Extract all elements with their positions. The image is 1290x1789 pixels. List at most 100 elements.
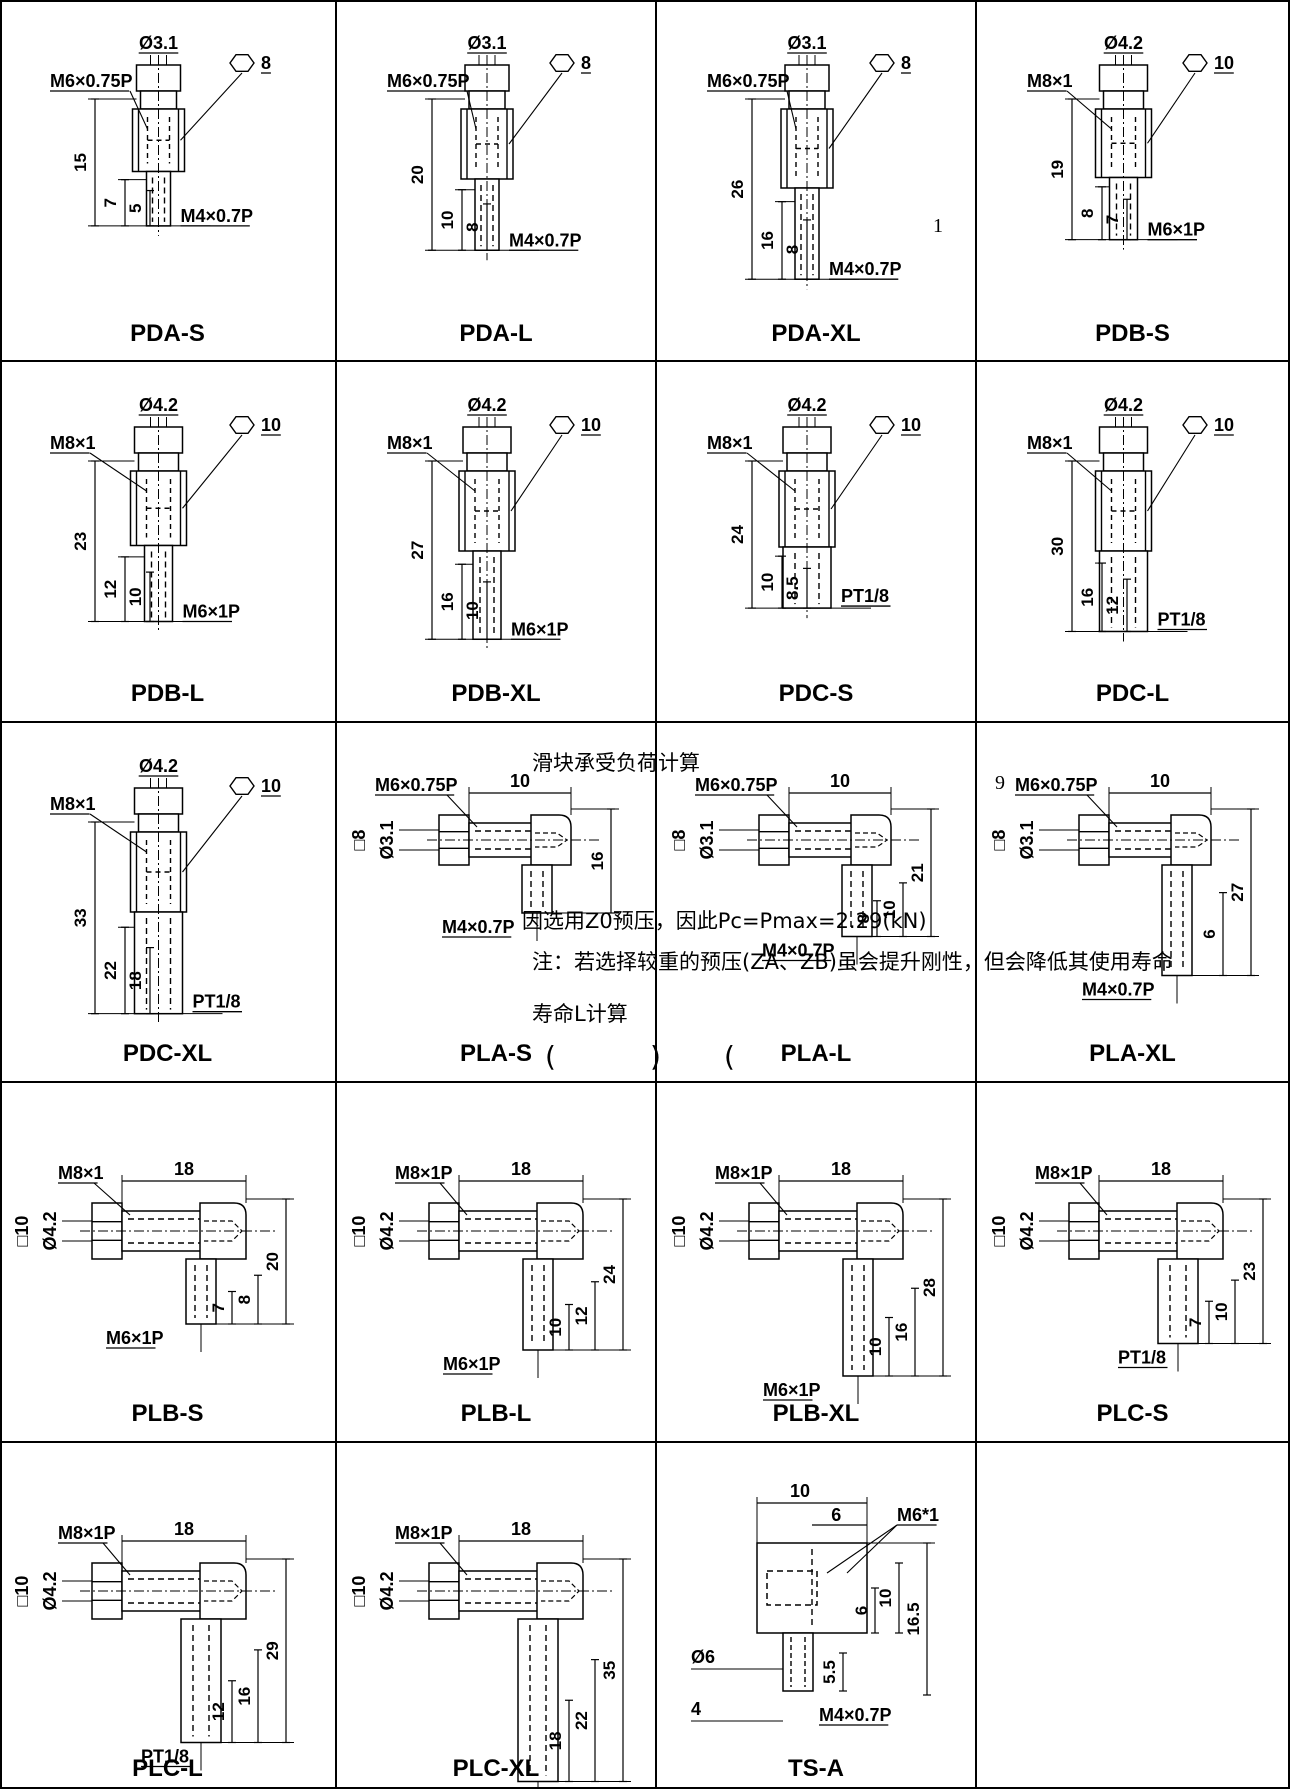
top-diameter-label: Ø3.1 (787, 33, 826, 53)
bottom-thread-label: M6×1P (1148, 220, 1206, 240)
dimension-label: 24 (728, 525, 747, 544)
dimension-label: 21 (908, 863, 927, 882)
top-thread-label: M8×1P (395, 1163, 453, 1183)
top-thread-label: M8×1P (58, 1523, 116, 1543)
dimension-label: 18 (546, 1731, 565, 1750)
stray-mark: 1 (933, 215, 943, 237)
top-thread-label: M6×0.75P (375, 775, 458, 795)
dimension-label: 16 (758, 231, 777, 250)
dimension-label: 7 (1186, 1318, 1205, 1327)
product-title: PLC-S (1096, 1400, 1169, 1427)
bottom-thread-label: M6×1P (511, 619, 569, 639)
dimension-label: 19 (1048, 160, 1067, 179)
product-title: PDB-L (130, 680, 205, 707)
square-size-label: □8 (989, 830, 1009, 851)
dimension-label: 16 (892, 1323, 911, 1342)
dimension-label: 18 (126, 971, 145, 990)
top-thread-label: M8×1P (1035, 1163, 1093, 1183)
diameter-label: Ø4.2 (40, 1571, 60, 1610)
dimension-label: 22 (572, 1711, 591, 1730)
product-title: PLA-XL (1089, 1040, 1176, 1067)
top-diameter-label: Ø4.2 (787, 395, 826, 415)
hex-size-label: 10 (581, 415, 601, 435)
hex-size-icon (869, 416, 895, 435)
width-dimension-label: 4 (691, 1699, 701, 1719)
square-size-label: □8 (349, 830, 369, 851)
diameter-label: Ø3.1 (1017, 820, 1037, 859)
diameter-label: Ø4.2 (697, 1211, 717, 1250)
top-thread-label: M6×0.75P (1015, 775, 1098, 795)
product-title: PLC-XL (452, 1755, 540, 1782)
product-title: PDB-XL (451, 680, 541, 707)
dimension-label: 10 (126, 587, 145, 606)
overlay-preload-note: 因选用Z0预压，因此Pc=Pmax=2.29(kN) (522, 909, 927, 933)
product-title: PLB-S (131, 1400, 204, 1427)
dimension-label: 12 (572, 1306, 591, 1325)
width-dimension-label: 10 (830, 771, 850, 791)
dimension-label: 10 (438, 211, 457, 230)
top-thread-label: M8×1 (707, 433, 753, 453)
hex-size-icon (869, 54, 895, 73)
top-thread-label: M6×0.75P (387, 71, 470, 91)
dimension-label: 20 (408, 165, 427, 184)
hex-size-label: 10 (261, 776, 281, 796)
product-title: PDB-S (1095, 320, 1170, 347)
dimension-label: 8.5 (783, 576, 802, 600)
hex-size-label: 10 (901, 415, 921, 435)
dimension-label: 5 (126, 203, 145, 212)
dimension-label: 8 (854, 914, 873, 923)
dimension-label: 33 (71, 908, 90, 927)
diameter-label: Ø4.2 (1017, 1211, 1037, 1250)
square-size-label: □10 (349, 1576, 369, 1607)
bottom-thread-label: M6×1P (106, 1328, 164, 1348)
top-thread-label: M8×1 (387, 433, 433, 453)
hex-size-icon (549, 54, 575, 73)
square-size-label: □10 (989, 1216, 1009, 1247)
width-dimension-label: 10 (510, 771, 530, 791)
bottom-thread-label: PT1/8 (478, 1786, 526, 1789)
bottom-thread-label: M4×0.7P (442, 917, 515, 937)
width-dimension-label: 10 (790, 1481, 810, 1501)
dimension-label: 16.5 (904, 1602, 923, 1635)
top-diameter-label: Ø4.2 (467, 395, 506, 415)
dimension-label: 10 (876, 1589, 895, 1608)
product-title: PDA-L (459, 320, 533, 347)
dimension-label: 24 (600, 1265, 619, 1284)
product-title: PDC-XL (122, 1040, 213, 1067)
width-dimension-label: 18 (831, 1159, 851, 1179)
hex-size-icon (1182, 416, 1208, 435)
bottom-thread-label: M6×1P (443, 1354, 501, 1374)
product-title: PLA-S (460, 1040, 532, 1067)
bottom-thread-label: M4×0.7P (181, 206, 254, 226)
square-size-label: □10 (349, 1216, 369, 1247)
dimension-label: 16 (235, 1687, 254, 1706)
square-size-label: □10 (12, 1216, 32, 1247)
bottom-thread-label: PT1/8 (1158, 609, 1206, 629)
top-diameter-label: Ø4.2 (1104, 33, 1143, 53)
overlay-heading: 滑块承受负荷计算 (532, 751, 700, 775)
width-dimension-label: 18 (174, 1159, 194, 1179)
dimension-label: 15 (71, 153, 90, 172)
diameter-label: Ø4.2 (377, 1211, 397, 1250)
product-title: TS-A (788, 1755, 844, 1782)
product-title: PLA-L (780, 1040, 852, 1067)
square-size-label: □8 (669, 830, 689, 851)
